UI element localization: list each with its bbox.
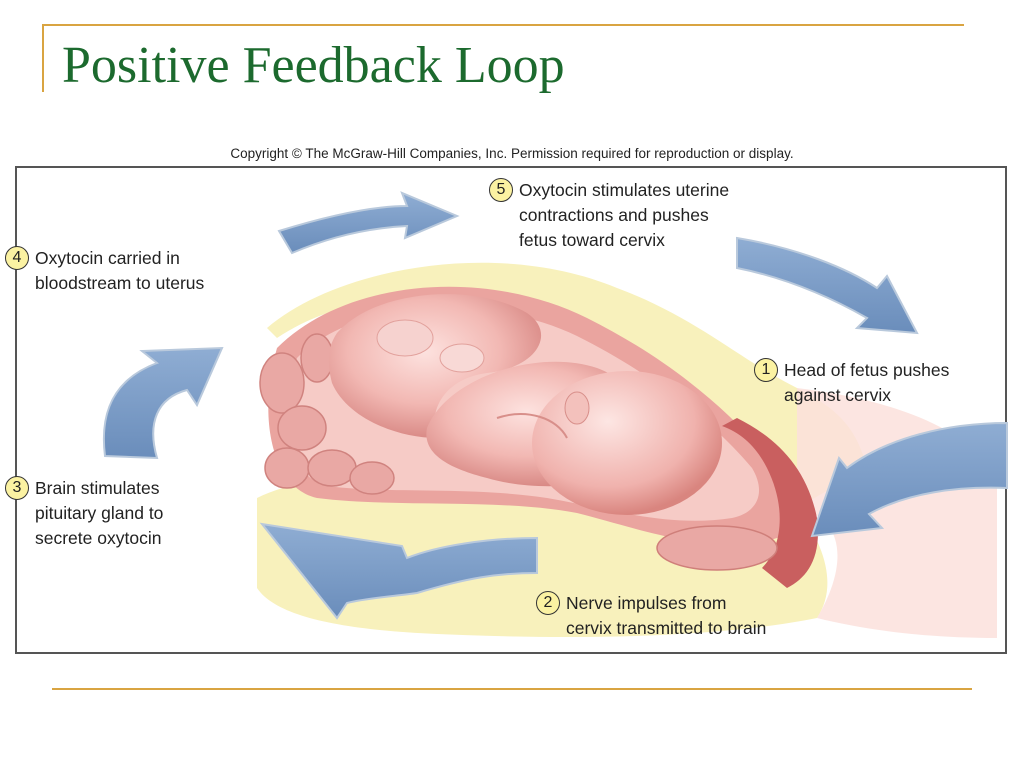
arrow-step3-4 xyxy=(102,346,224,460)
step-5-callout: 5 Oxytocin stimulates uterine contractio… xyxy=(489,178,729,253)
step-number-badge: 4 xyxy=(5,246,29,270)
feedback-loop-figure: 5 Oxytocin stimulates uterine contractio… xyxy=(5,166,1008,654)
fetus-shape xyxy=(328,294,722,515)
arrow-step1 xyxy=(810,421,1008,538)
step-5-text: Oxytocin stimulates uterine contractions… xyxy=(519,180,730,250)
arrow-step5-top xyxy=(277,191,460,255)
bottom-rule xyxy=(52,688,972,690)
step-4-text: Oxytocin carried in bloodstream to uteru… xyxy=(35,248,205,293)
step-1-callout: 1 Head of fetus pushes against cervix xyxy=(754,358,949,408)
title-accent-bar xyxy=(42,24,44,92)
page-title: Positive Feedback Loop xyxy=(62,37,565,94)
step-3-text: Brain stimulates pituitary gland to secr… xyxy=(35,478,164,548)
step-3-callout: 3 Brain stimulates pituitary gland to se… xyxy=(5,476,163,551)
step-2-callout: 2 Nerve impulses from cervix transmitted… xyxy=(536,591,766,641)
step-1-text: Head of fetus pushes against cervix xyxy=(784,360,950,405)
step-number-badge: 3 xyxy=(5,476,29,500)
step-number-badge: 2 xyxy=(536,591,560,615)
step-2-text: Nerve impulses from cervix transmitted t… xyxy=(566,593,767,638)
copyright-notice: Copyright © The McGraw-Hill Companies, I… xyxy=(230,146,794,161)
flow-arrows xyxy=(102,191,1008,620)
step-4-callout: 4 Oxytocin carried in bloodstream to ute… xyxy=(5,246,204,296)
arrow-step5-right xyxy=(736,236,919,335)
step-number-badge: 1 xyxy=(754,358,778,382)
illustration xyxy=(102,191,1008,638)
step-number-badge: 5 xyxy=(489,178,513,202)
top-rule xyxy=(44,24,964,26)
arrow-step2 xyxy=(259,522,538,620)
